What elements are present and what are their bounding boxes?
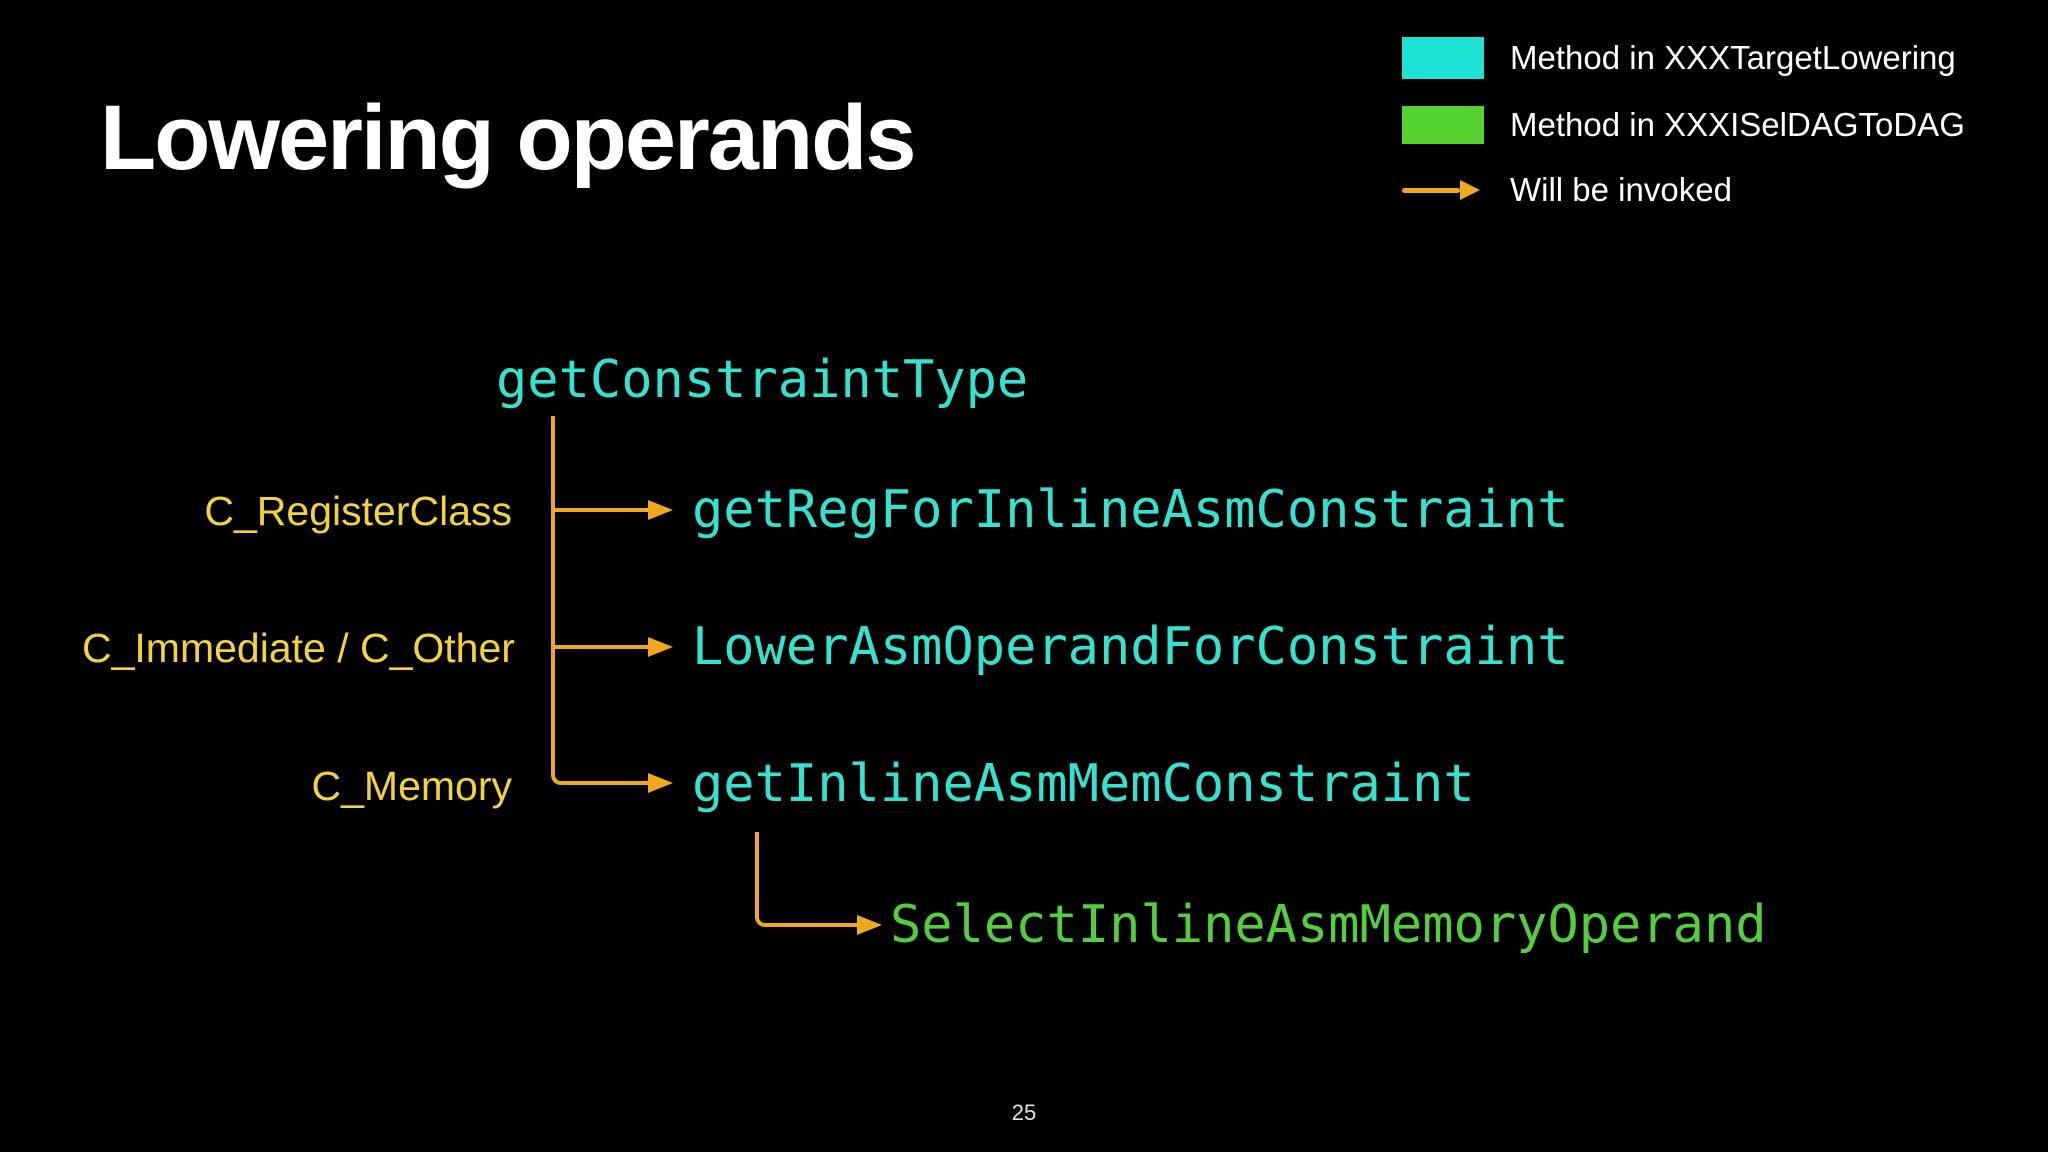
- arrow-line: [1402, 187, 1460, 193]
- arrowhead-icon: [648, 773, 673, 793]
- method-node-getinlineasmmemconstraint: getInlineAsmMemConstraint: [692, 754, 1475, 814]
- trunk-line: [551, 416, 652, 785]
- legend-label: Will be invoked: [1510, 171, 1732, 208]
- condition-label-memory: C_Memory: [311, 763, 512, 809]
- arrowhead-icon: [648, 637, 673, 657]
- branch-arrow-line-2: [551, 645, 650, 649]
- green-swatch-icon: [1402, 106, 1484, 144]
- condition-label-register-class: C_RegisterClass: [204, 488, 512, 534]
- condition-label-immediate-other: C_Immediate / C_Other: [82, 625, 515, 671]
- method-node-selectinlineasmmemoryoperand: SelectInlineAsmMemoryOperand: [890, 895, 1767, 955]
- legend-item-target-lowering: Method in XXXTargetLowering: [1402, 36, 1956, 80]
- method-node-getregforinlineasmconstraint: getRegForInlineAsmConstraint: [692, 480, 1569, 540]
- legend-item-isel-dag-to-dag: Method in XXXISelDAGToDAG: [1402, 104, 1965, 146]
- arrowhead-icon: [1460, 180, 1480, 200]
- method-node-root: getConstraintType: [496, 350, 1029, 410]
- branch-arrow-line-1: [551, 508, 650, 512]
- arrowhead-icon: [648, 500, 673, 520]
- legend-label: Method in XXXTargetLowering: [1510, 39, 1956, 76]
- legend-label: Method in XXXISelDAGToDAG: [1510, 106, 1965, 143]
- slide-title: Lowering operands: [100, 87, 917, 189]
- sub-branch-line: [755, 832, 859, 927]
- cyan-swatch-icon: [1402, 37, 1484, 79]
- method-node-lowerasmoperandforconstraint: LowerAsmOperandForConstraint: [692, 617, 1569, 677]
- arrow-icon: [1402, 180, 1484, 200]
- arrowhead-icon: [857, 915, 882, 935]
- legend-item-will-be-invoked: Will be invoked: [1402, 170, 1732, 210]
- page-number: 25: [1011, 1100, 1037, 1125]
